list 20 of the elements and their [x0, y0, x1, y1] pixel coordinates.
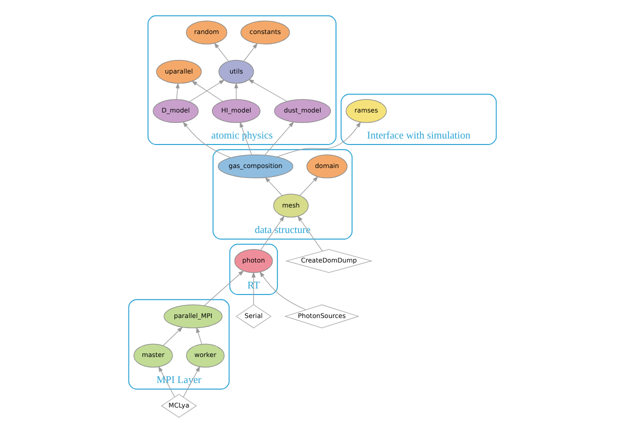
arrow [204, 270, 244, 306]
arrow [296, 216, 322, 252]
arrow [264, 176, 282, 196]
arrow [251, 272, 256, 305]
arrow [162, 326, 182, 346]
arrow [234, 82, 238, 100]
arrow [182, 366, 200, 398]
arrow [175, 82, 180, 100]
arrow [248, 79, 287, 102]
arrow [276, 122, 360, 158]
arrow [182, 121, 230, 158]
arrow [299, 176, 318, 196]
arrow [196, 327, 202, 345]
arrow [243, 42, 258, 62]
arrow [260, 216, 284, 250]
arrow [158, 366, 174, 398]
arrow [258, 271, 306, 310]
arrow [264, 121, 294, 156]
arrow [239, 122, 252, 156]
arrow [213, 42, 228, 62]
